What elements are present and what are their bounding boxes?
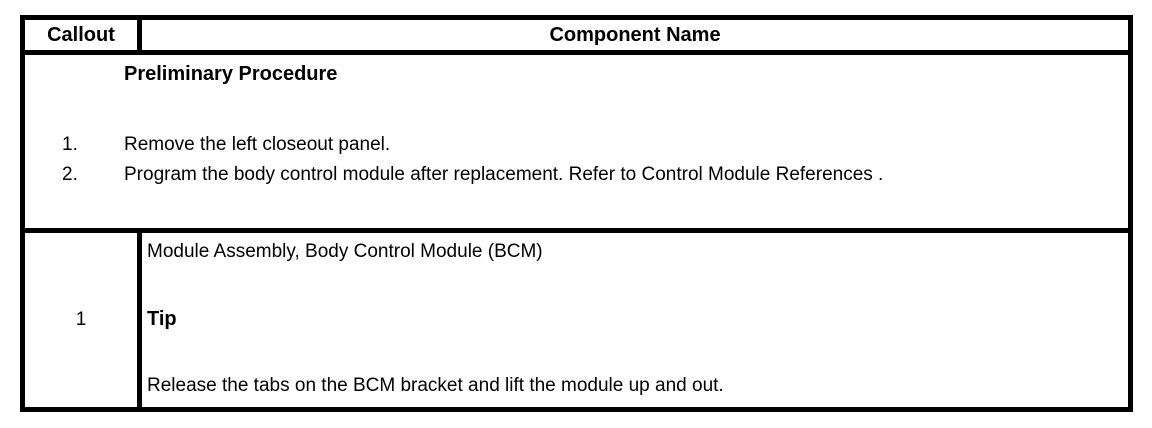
component-name-text: Module Assembly, Body Control Module (BC… (147, 241, 543, 262)
preliminary-steps-list: 1. Remove the left closeout panel. 2. Pr… (62, 130, 1128, 190)
component-name-header-label: Component Name (549, 24, 721, 46)
list-item: 2. Program the body control module after… (62, 160, 1128, 190)
component-callout-table: Callout Component Name Preliminary Proce… (20, 15, 1133, 412)
component-description-cell: Module Assembly, Body Control Module (BC… (142, 233, 1128, 407)
list-item: 1. Remove the left closeout panel. (62, 130, 1128, 160)
callout-header-label: Callout (47, 24, 115, 46)
table-header-row: Callout Component Name (25, 20, 1128, 55)
component-name-header-cell: Component Name (142, 20, 1128, 50)
preliminary-procedure-title: Preliminary Procedure (124, 63, 338, 85)
preliminary-procedure-cell: Preliminary Procedure 1. Remove the left… (25, 55, 1128, 233)
callout-number: 1 (75, 309, 87, 330)
step-text: Program the body control module after re… (124, 164, 884, 185)
table-row: 1 Module Assembly, Body Control Module (… (25, 233, 1128, 407)
step-number: 2. (62, 164, 78, 185)
callout-header-cell: Callout (25, 20, 142, 50)
tip-text: Release the tabs on the BCM bracket and … (147, 375, 724, 396)
step-text: Remove the left closeout panel. (124, 134, 391, 155)
step-number: 1. (62, 134, 78, 155)
callout-number-cell: 1 (25, 233, 142, 407)
tip-label: Tip (147, 308, 177, 330)
